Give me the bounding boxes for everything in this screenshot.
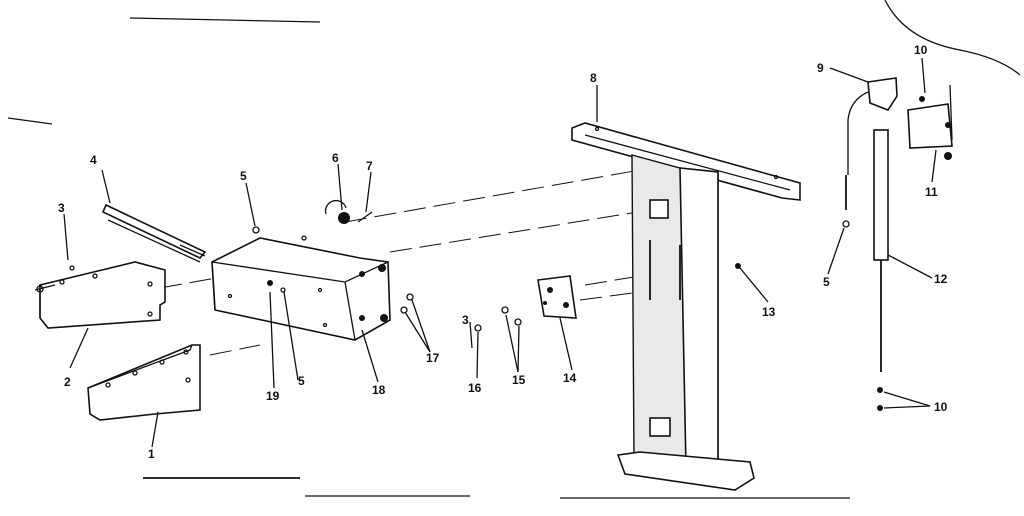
callout-6: 6 — [332, 151, 339, 165]
callout-15: 15 — [512, 373, 526, 387]
callout-11: 11 — [925, 185, 938, 199]
part-1-angle-bracket — [87, 344, 201, 421]
callout-7: 7 — [366, 159, 373, 173]
callout-5-bottom: 5 — [298, 374, 305, 388]
callout-18: 18 — [372, 383, 386, 397]
callout-labels: 1 2 3 4 5 5 5 6 7 8 9 10 10 11 12 13 14 … — [58, 43, 948, 461]
scan-artifacts — [7, 0, 1021, 499]
callout-14: 14 — [563, 371, 577, 385]
callout-10-top: 10 — [914, 43, 928, 57]
callout-12: 12 — [934, 272, 948, 286]
callout-16: 16 — [468, 381, 482, 395]
callout-3: 3 — [58, 201, 65, 215]
callout-1: 1 — [148, 447, 155, 461]
callout-5-right: 5 — [823, 275, 830, 289]
part-14-block — [537, 275, 577, 319]
parts-9-12-spring-assembly — [842, 77, 953, 411]
parts-15-16-screws — [474, 306, 522, 332]
callout-19: 19 — [266, 389, 280, 403]
part-2-plate — [34, 261, 166, 329]
callout-5-top: 5 — [240, 169, 247, 183]
hardware-fasteners — [69, 199, 414, 314]
callout-10-bottom: 10 — [934, 400, 948, 414]
part-18-housing — [211, 237, 391, 341]
callout-17: 17 — [426, 351, 440, 365]
callout-13: 13 — [762, 305, 776, 319]
callout-3-secondary: 3 — [462, 313, 469, 327]
part-8-column — [571, 122, 801, 491]
part-13-pin — [735, 263, 741, 269]
callout-9: 9 — [817, 61, 824, 75]
callout-2: 2 — [64, 375, 71, 389]
leader-lines — [63, 57, 937, 448]
callout-4: 4 — [90, 153, 97, 167]
part-4-rod — [101, 203, 207, 263]
callout-8: 8 — [590, 71, 597, 85]
